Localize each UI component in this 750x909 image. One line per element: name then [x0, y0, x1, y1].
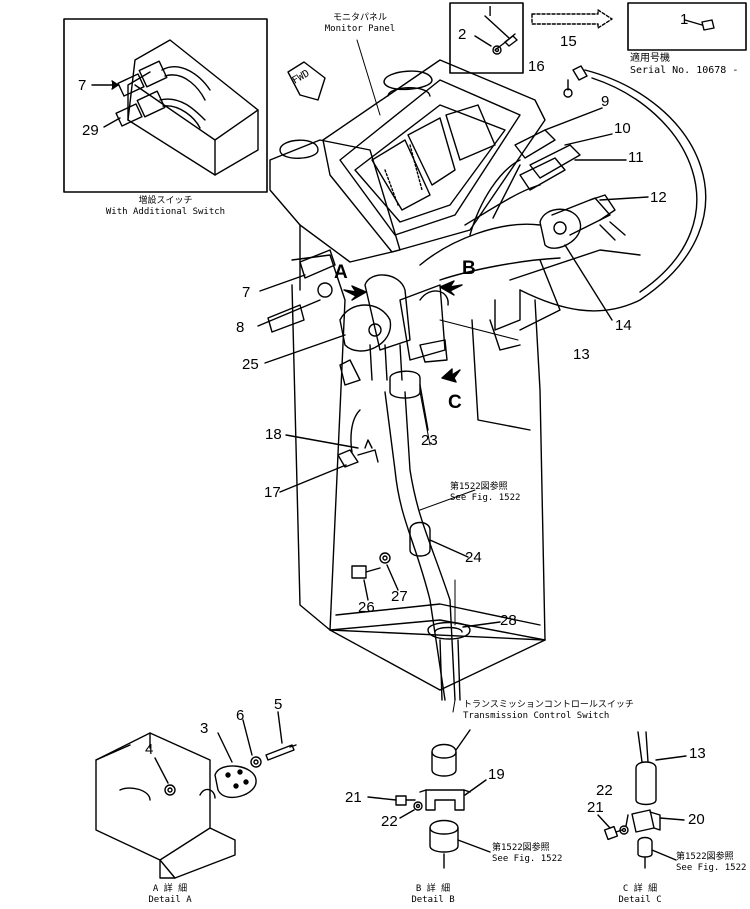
view-letter-b: B	[462, 258, 476, 279]
detail-b-caption-en: Detail B	[411, 895, 455, 905]
see-fig-b-jp: 第1522図参照	[492, 843, 550, 853]
monitor-panel-caption-jp: モニタパネル	[332, 13, 387, 23]
detail-b-caption-jp: B 詳 細	[415, 884, 451, 894]
detail-I-box	[449, 2, 524, 74]
detail-c-drawing	[597, 731, 687, 869]
callout-7-inset: 7	[78, 77, 87, 94]
callout-25: 25	[242, 356, 259, 373]
serial-caption-jp: 適用号機	[630, 53, 670, 64]
callout-2: 2	[458, 26, 467, 43]
clip-17-18	[279, 409, 379, 493]
serial-caption-en: Serial No. 10678 -	[630, 65, 739, 76]
key-switch	[539, 194, 649, 321]
view-letter-a: A	[334, 262, 348, 283]
see-fig-c-en: See Fig. 1522	[676, 863, 747, 873]
callout-21-c: 21	[587, 799, 604, 816]
callout-5: 5	[274, 696, 283, 713]
see-fig-c-jp: 第1522図参照	[676, 852, 734, 862]
fwd-arrow	[287, 61, 326, 101]
callout-I: I	[488, 3, 493, 20]
see-fig-main-en: See Fig. 1522	[450, 493, 521, 503]
detail-b-caption: B 詳 細 Detail B	[393, 884, 473, 906]
callout-6: 6	[236, 707, 245, 724]
detail-b-drawing	[367, 729, 491, 869]
callout-9: 9	[601, 93, 610, 110]
detail-a-caption-jp: A 詳 細	[152, 884, 188, 894]
transmission-caption-en: Transmission Control Switch	[463, 711, 610, 721]
see-fig-main-jp: 第1522図参照	[450, 482, 508, 492]
serial-caption: 適用号機 Serial No. 10678 -	[630, 53, 738, 77]
callout-22-b: 22	[381, 813, 398, 830]
monitor-panel-caption: モニタパネル Monitor Panel	[300, 13, 420, 35]
callout-19: 19	[488, 766, 505, 783]
callout-14: 14	[615, 317, 632, 334]
callout-20: 20	[688, 811, 705, 828]
console-body	[291, 249, 641, 691]
monitor-panel-caption-en: Monitor Panel	[324, 24, 396, 34]
detail-a-drawing	[95, 711, 297, 879]
inset-caption-jp: 増設スイッチ	[138, 196, 193, 206]
central-bracket	[257, 249, 449, 386]
detail-c-caption: C 詳 細 Detail C	[600, 884, 680, 906]
callout-3: 3	[200, 720, 209, 737]
harness-arc	[519, 69, 707, 312]
callout-12: 12	[650, 189, 667, 206]
callout-8: 8	[236, 319, 245, 336]
view-letter-c: C	[448, 392, 462, 413]
callout-27: 27	[391, 588, 408, 605]
see-fig-b-en: See Fig. 1522	[492, 854, 563, 864]
callout-13-main: 13	[573, 346, 590, 363]
inset-caption-en: With Additional Switch	[105, 207, 226, 217]
callout-26: 26	[358, 599, 375, 616]
see-fig-c: 第1522図参照 See Fig. 1522	[676, 852, 746, 874]
callout-11: 11	[628, 149, 644, 166]
callout-29: 29	[82, 122, 99, 139]
serial-arrow	[531, 9, 613, 29]
callout-23: 23	[421, 432, 438, 449]
callout-1: 1	[680, 11, 689, 28]
transmission-caption-jp: トランスミッションコントロールスイッチ	[463, 700, 634, 710]
detail-a-caption: A 詳 細 Detail A	[130, 884, 210, 906]
bolt-26-washer-27	[351, 552, 399, 601]
connectors	[419, 65, 627, 281]
callout-13-c: 13	[689, 745, 706, 762]
callout-15: 15	[560, 33, 577, 50]
detail-c-caption-en: Detail C	[618, 895, 662, 905]
monitor-panel	[269, 59, 546, 291]
callout-7-main: 7	[242, 284, 251, 301]
callout-22-c: 22	[596, 782, 613, 799]
callout-28: 28	[500, 612, 517, 629]
see-fig-b: 第1522図参照 See Fig. 1522	[492, 843, 562, 865]
leader-lines	[356, 39, 519, 713]
inset-caption: 増設スイッチ With Additional Switch	[64, 196, 267, 218]
callout-4: 4	[145, 741, 154, 758]
callout-24: 24	[465, 549, 482, 566]
detail-a-caption-en: Detail A	[148, 895, 192, 905]
harness-pipe	[384, 370, 501, 701]
callout-18: 18	[265, 426, 282, 443]
inset-additional-switch	[63, 18, 268, 193]
callout-21-b: 21	[345, 789, 362, 806]
detail-c-caption-jp: C 詳 細	[622, 884, 658, 894]
view-arrows	[343, 280, 463, 383]
callout-10: 10	[614, 120, 631, 137]
see-fig-main: 第1522図参照 See Fig. 1522	[450, 482, 520, 504]
callout-16: 16	[528, 58, 545, 75]
callout-17: 17	[264, 484, 281, 501]
transmission-caption: トランスミッションコントロールスイッチ Transmission Control…	[463, 700, 634, 722]
serial-box	[627, 2, 747, 51]
